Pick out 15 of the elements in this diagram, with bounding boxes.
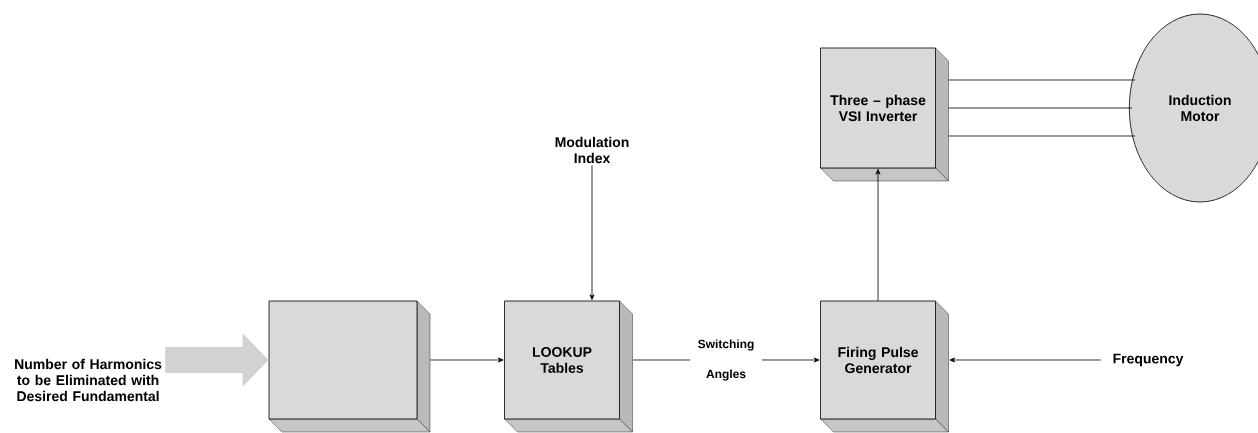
input-label: Modulation Index xyxy=(555,136,629,164)
block-box: Firing Pulse Generator xyxy=(820,300,949,433)
input-label: Frequency xyxy=(1113,353,1184,367)
block-box: Three – phase VSI Inverter xyxy=(820,47,949,182)
arrow xyxy=(430,357,504,363)
connector-line xyxy=(948,107,1133,109)
arrow xyxy=(589,164,595,300)
connector-line xyxy=(948,135,1136,137)
connector-line xyxy=(948,79,1136,81)
block-box: LOOKUP Tables xyxy=(504,300,633,433)
arrow xyxy=(949,357,1102,363)
edge-label: Switching Angles xyxy=(698,339,754,381)
arrow xyxy=(875,169,881,301)
input-label: Number of Harmonics to be Eliminated with Desired Fundamental xyxy=(15,358,162,402)
block-box xyxy=(268,300,431,433)
